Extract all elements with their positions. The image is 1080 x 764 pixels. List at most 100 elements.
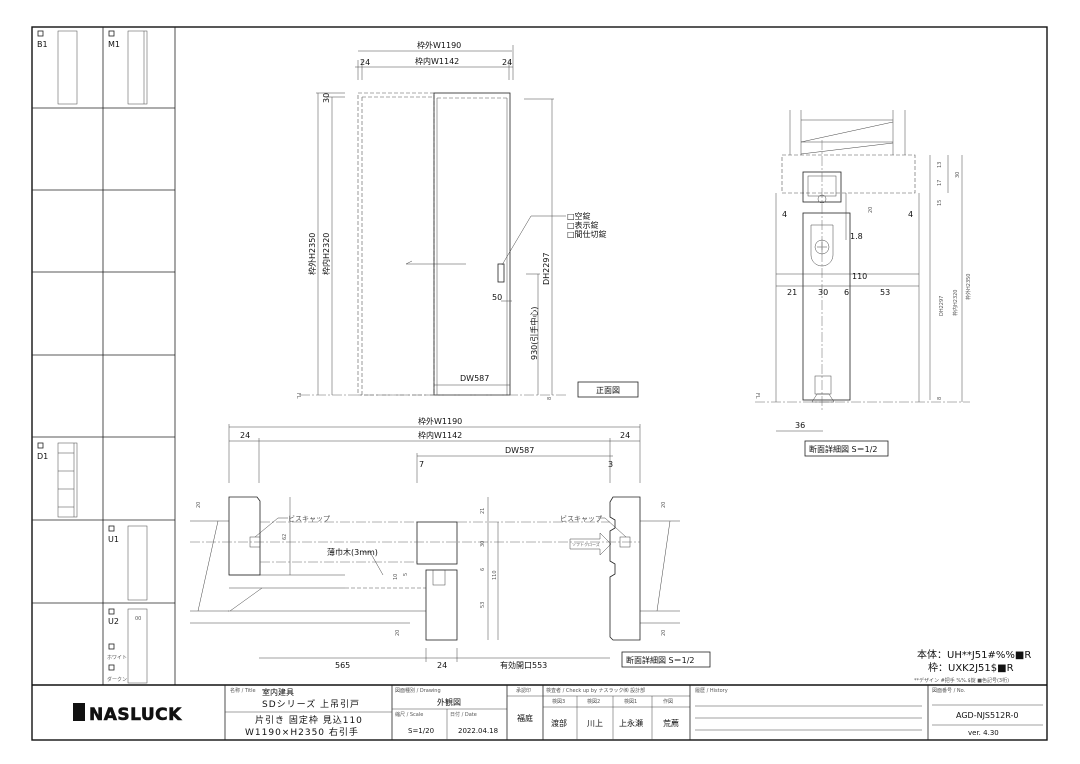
vertical-section-label: 断面詳細図 S＝1/2	[804, 440, 889, 457]
drawing-label: 110	[492, 570, 498, 580]
drawing-label: 1.8	[850, 232, 863, 241]
drawing-label: 17	[937, 180, 943, 186]
door-leaf-section	[416, 521, 458, 565]
soft-close-arrow: ソフトクローズ	[569, 532, 612, 556]
drawing-line	[73, 703, 85, 721]
header-block	[781, 154, 916, 194]
color-option-white[interactable]: ホワイト	[107, 643, 127, 661]
drawing-label: 枠外W1190	[417, 40, 461, 50]
front-view-label: 正面図	[577, 381, 639, 398]
drawing-label: 8	[547, 397, 553, 400]
drawing-line	[800, 121, 894, 143]
drawing-label: 4	[908, 210, 913, 219]
legend-item-u1[interactable]: U1	[108, 525, 148, 601]
drawing-label: 30	[818, 288, 828, 297]
drawing-line	[569, 532, 612, 556]
drawing-label: 枠外W1190	[418, 416, 462, 426]
drawing-label: 24	[620, 431, 630, 440]
drawing-label: 検図2	[587, 698, 600, 705]
screw-cap-right-icon	[619, 536, 631, 548]
drawing-label: 名称 / Title	[230, 687, 256, 694]
drawing-label: 5	[403, 573, 409, 576]
drawing-label: 承認印	[516, 687, 531, 694]
drawing-label: ダークン	[107, 676, 127, 683]
drawing-label: ホワイト	[107, 655, 127, 661]
nasluck-logo: NASLUCK	[73, 703, 182, 725]
door-section	[802, 212, 851, 401]
vertical-section: 20 4 4 1.8 110 21 30 6 53 FL 13 17 15 30…	[754, 110, 972, 457]
drawing-label: FL	[295, 393, 301, 399]
drawing-label: 20	[661, 502, 667, 508]
drawing-label: M1	[108, 40, 120, 49]
drawing-label: 6	[844, 288, 849, 297]
door-pull-handle	[497, 263, 505, 283]
drawing-label: 13	[937, 162, 943, 168]
drawing-label: □間仕切錠	[567, 229, 607, 239]
drawing-label: 川上	[587, 719, 603, 728]
drawing-label: 正面図	[596, 386, 620, 395]
drawing-label: S=1/20	[408, 727, 434, 735]
drawing-label: 24	[437, 661, 447, 670]
drawing-line	[432, 569, 446, 586]
drawing-line	[811, 393, 835, 403]
drawing-line	[810, 224, 834, 267]
drawing-label: 30	[480, 541, 486, 547]
drawing-label: 有効開口553	[500, 660, 547, 670]
drawing-line	[577, 381, 639, 398]
drawing-label: 20	[868, 207, 874, 213]
panel-b1-icon	[57, 30, 78, 105]
drawing-label: D1	[37, 452, 48, 461]
right-jamb	[609, 496, 641, 641]
drawing-label: FL	[754, 393, 760, 399]
drawing-label: 枠内H2320	[321, 233, 331, 275]
drawing-label: NASLUCK	[89, 705, 182, 725]
panel-d1-icon	[57, 442, 78, 518]
drawing-label: U2	[108, 617, 119, 626]
door-outline	[433, 92, 511, 396]
checkbox-m1	[108, 30, 115, 37]
checkbox-b1	[37, 30, 44, 37]
sheet-border	[31, 26, 1048, 741]
drawing-line	[804, 440, 889, 457]
drawing-label: ver. 4.30	[968, 729, 999, 737]
drawing-label: 作図	[663, 698, 673, 705]
panel-u1-icon	[127, 525, 148, 601]
drawing-label: 日付 / Date	[450, 711, 477, 718]
drawing-label: 565	[335, 661, 350, 670]
drawing-label: 4	[782, 210, 787, 219]
drawing-label: □表示錠	[567, 220, 599, 230]
checkbox-u1	[108, 525, 115, 532]
drawing-line	[621, 651, 711, 668]
drawing-line	[357, 92, 435, 396]
checkbox-u2	[108, 608, 115, 615]
drawing-label: 21	[480, 508, 486, 514]
legend-item-u2[interactable]: U2 00	[108, 608, 148, 684]
drawing-label: DW587	[460, 374, 489, 383]
drawing-line	[363, 551, 384, 576]
drawing-line	[800, 142, 894, 155]
legend-item-b1[interactable]: B1	[37, 30, 78, 105]
panel-m1-icon	[127, 30, 148, 105]
drawing-label: 30	[322, 93, 331, 103]
color-option-dark[interactable]: ダークン	[107, 664, 127, 683]
drawing-label: **デザイン #把手 %%.$錠 ■色記号(3桁)	[914, 677, 1009, 684]
drawing-label: 図面番号 / No.	[932, 687, 966, 694]
drawing-label: 検図3	[552, 698, 565, 705]
drawing-label: 荒薦	[663, 718, 679, 728]
drawing-label: 上永瀬	[619, 718, 643, 728]
drawing-label: 30	[955, 172, 961, 178]
drawing-label: 24	[240, 431, 250, 440]
drawing-label: 24	[360, 58, 370, 67]
drawing-label: 15	[937, 200, 943, 206]
drawing-label: 断面詳細図 S＝1/2	[809, 444, 878, 454]
drawing-label: 8	[937, 397, 943, 400]
drawing-label: 枠：UXK2J51$■R	[928, 661, 1014, 674]
drawing-label: 110	[852, 272, 867, 281]
drawing-label: ビスキャップ	[560, 514, 602, 523]
drawing-label: 渡部	[551, 718, 567, 728]
legend-item-d1[interactable]: D1	[37, 442, 78, 518]
legend-item-m1[interactable]: M1	[108, 30, 148, 105]
drawing-label: 断面詳細図 S＝1/2	[626, 655, 695, 665]
drawing-line	[501, 215, 566, 266]
